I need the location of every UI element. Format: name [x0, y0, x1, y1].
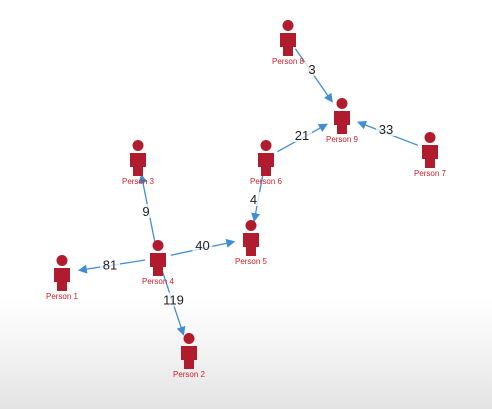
edge-weight-background	[292, 128, 312, 142]
node-p3[interactable]: Person 3	[122, 140, 155, 186]
node-p8[interactable]: Person 8	[272, 20, 305, 66]
edge-p7-p9[interactable]: 33	[357, 120, 419, 146]
edge-weight-background	[192, 238, 213, 252]
person-icon[interactable]	[258, 140, 274, 176]
edge-weight-label: 40	[195, 238, 209, 253]
person-icon[interactable]	[334, 98, 350, 134]
node-label: Person 8	[272, 57, 305, 66]
edge-weight-background	[163, 292, 184, 307]
node-label: Person 9	[326, 135, 359, 144]
edge-p6-p5[interactable]: 4	[243, 170, 265, 223]
edge-weight-background	[302, 62, 322, 76]
edge-p4-p5[interactable]: 40	[170, 238, 236, 256]
node-p9[interactable]: Person 9	[326, 98, 359, 144]
edge-p6-p9[interactable]: 21	[277, 123, 328, 153]
node-p4[interactable]: Person 4	[142, 240, 175, 286]
edge-weight-label: 119	[163, 293, 184, 308]
node-label: Person 2	[173, 370, 206, 379]
edge-weight-label: 9	[142, 204, 149, 219]
node-p5[interactable]: Person 5	[235, 220, 268, 266]
node-p6[interactable]: Person 6	[250, 140, 283, 186]
node-label: Person 6	[250, 177, 283, 186]
edge-weight-background	[243, 192, 264, 206]
node-label: Person 4	[142, 277, 175, 286]
person-icon[interactable]	[181, 333, 197, 369]
edge-weight-label: 21	[295, 128, 309, 143]
person-icon[interactable]	[422, 132, 438, 168]
node-label: Person 1	[46, 292, 79, 301]
node-label: Person 5	[235, 257, 268, 266]
nodes-layer: Person 1 Person 2 Person 3 Person 4 Person 5…	[46, 20, 447, 379]
edge-p4-p3[interactable]: 9	[136, 173, 157, 246]
edge-p4-p1[interactable]: 81	[77, 257, 146, 274]
node-p2[interactable]: Person 2	[173, 333, 206, 379]
edge-weight-label: 33	[379, 122, 393, 137]
edge-p8-p9[interactable]: 3	[294, 48, 333, 103]
edge-weight-background	[136, 204, 156, 218]
edge-weight-background	[376, 122, 396, 136]
node-label: Person 7	[414, 169, 447, 178]
person-icon[interactable]	[54, 255, 70, 291]
person-icon[interactable]	[280, 20, 296, 56]
person-icon[interactable]	[130, 140, 146, 176]
edge-weight-label: 3	[308, 62, 315, 77]
edge-weight-background	[100, 257, 120, 272]
edge-p4-p2[interactable]: 119	[161, 270, 186, 336]
person-icon[interactable]	[150, 240, 166, 276]
edge-weight-label: 81	[103, 258, 117, 273]
node-p1[interactable]: Person 1	[46, 255, 79, 301]
person-icon[interactable]	[243, 220, 259, 256]
node-label: Person 3	[122, 177, 155, 186]
node-p7[interactable]: Person 7	[414, 132, 447, 178]
edge-weight-label: 4	[250, 192, 257, 207]
